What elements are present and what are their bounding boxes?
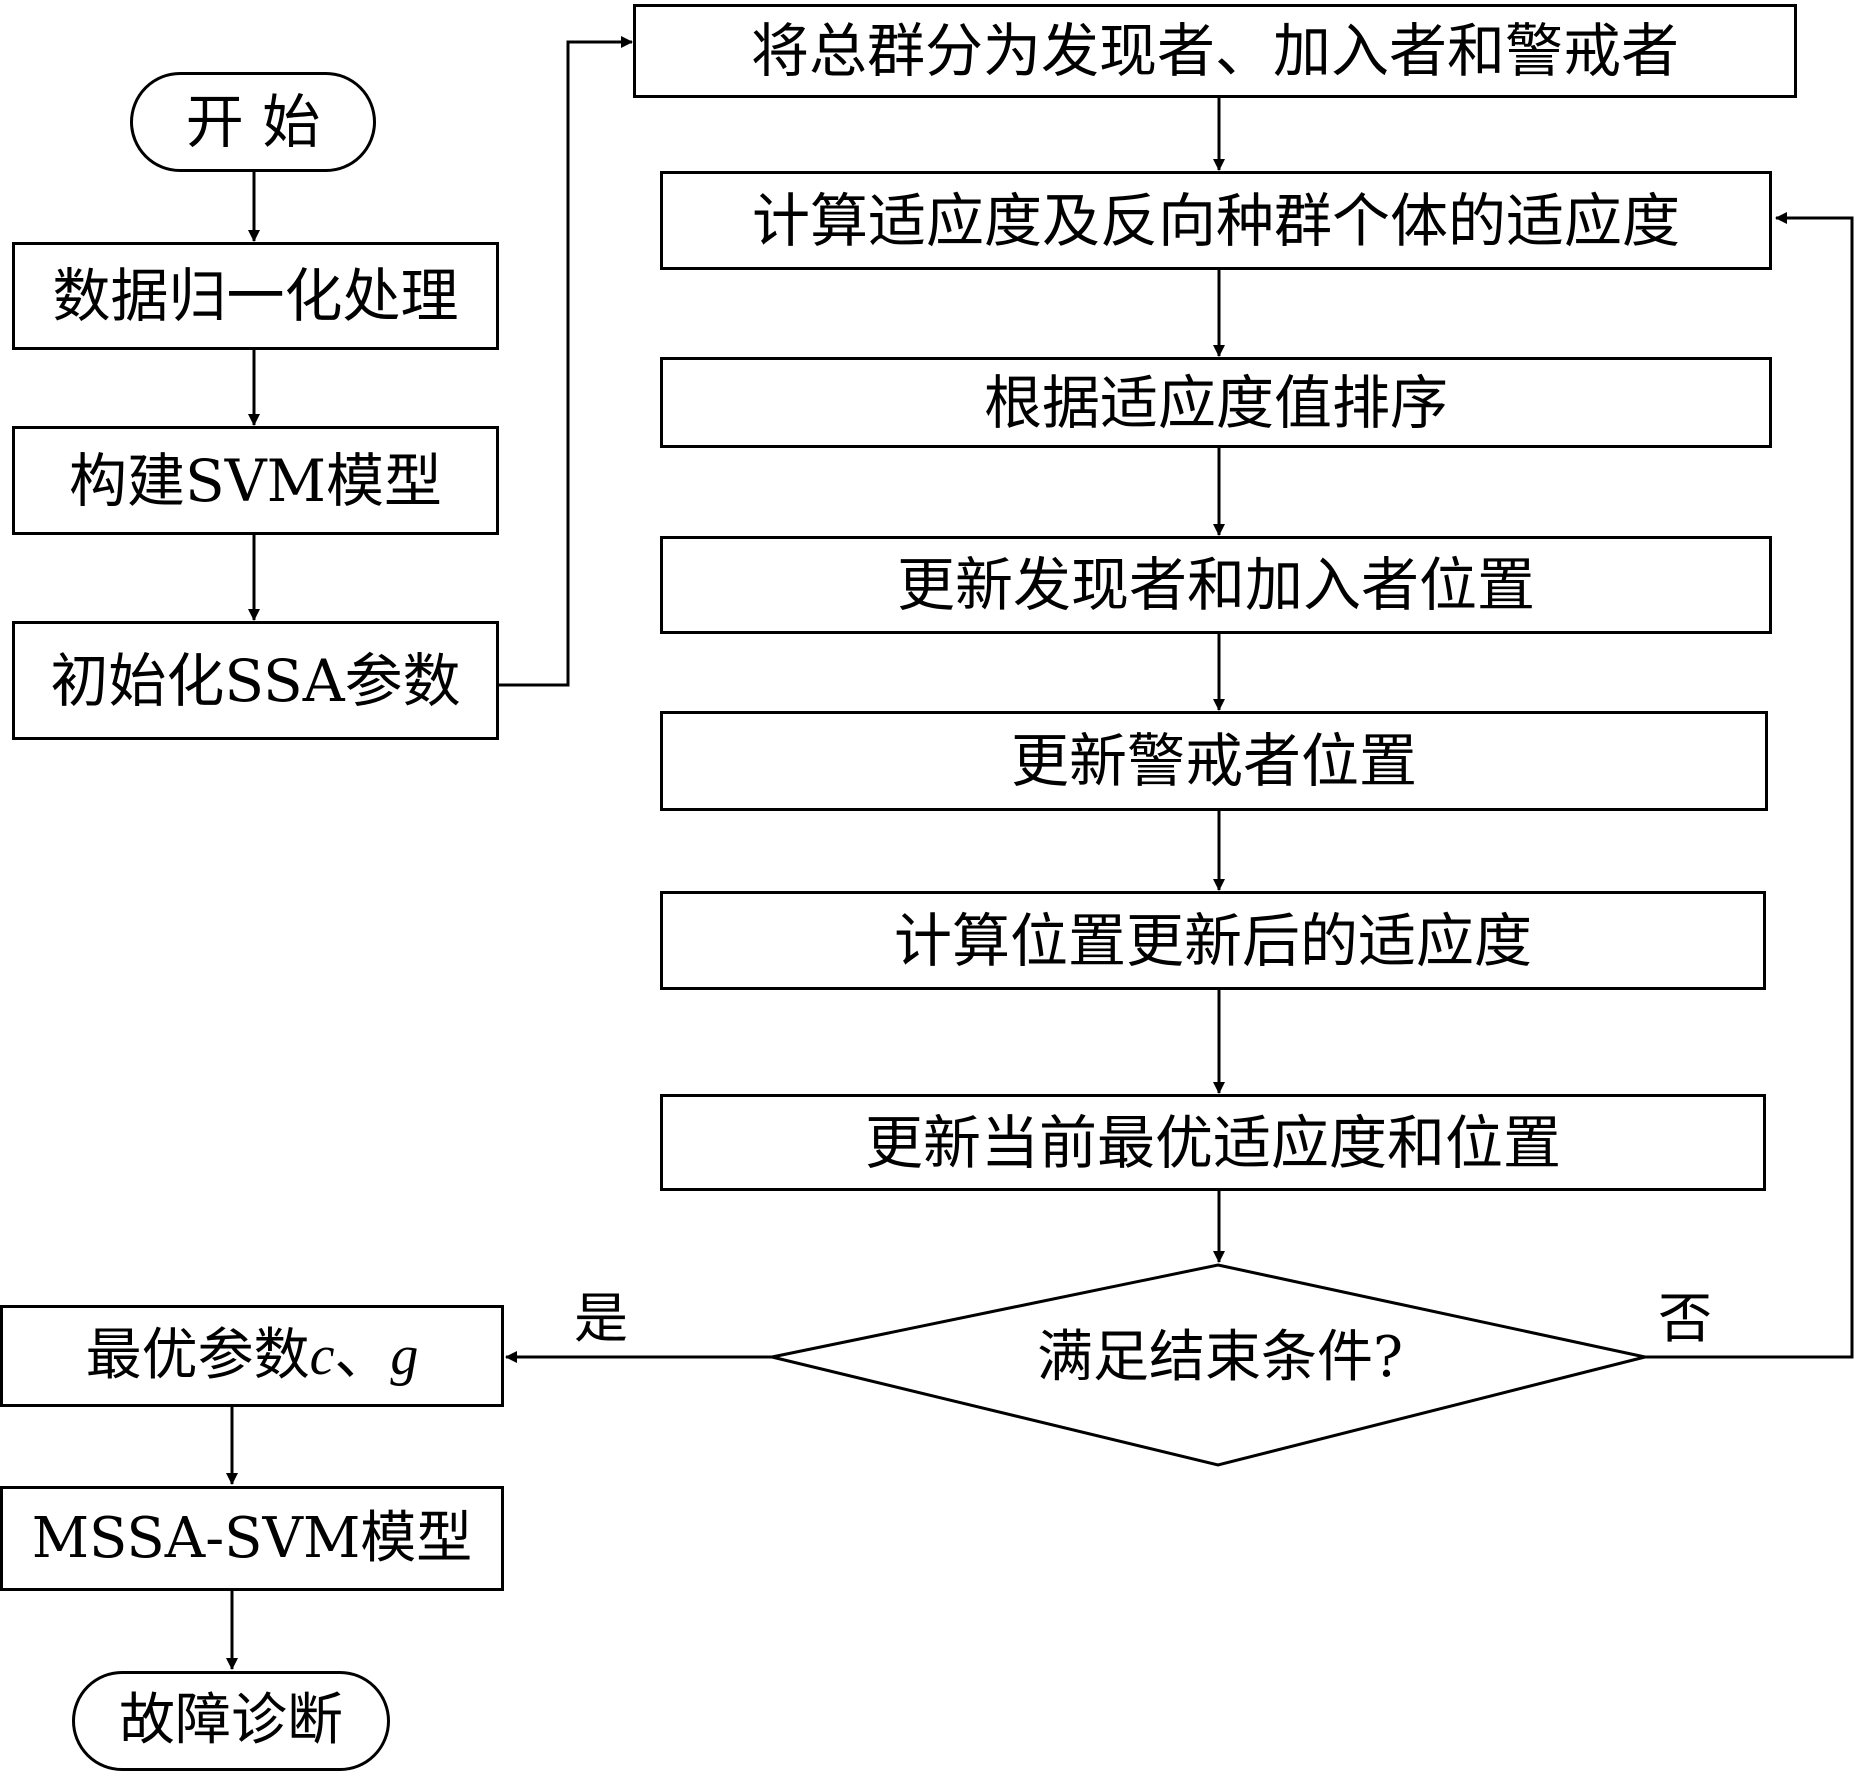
build-svm-box: 构建SVM模型 <box>12 426 499 535</box>
build-svm-label: 构建SVM模型 <box>68 446 442 515</box>
mssa-svm-box: MSSA-SVM模型 <box>0 1486 504 1591</box>
param-c: c <box>309 1325 335 1387</box>
update-discoverer-joiner-label: 更新发现者和加入者位置 <box>896 551 1535 619</box>
mssa-svm-label: MSSA-SVM模型 <box>31 1505 473 1571</box>
divide-population-box: 将总群分为发现者、加入者和警戒者 <box>633 4 1797 98</box>
update-scout-label: 更新警戒者位置 <box>1010 727 1417 795</box>
sort-fitness-label: 根据适应度值排序 <box>983 368 1448 437</box>
param-separator: 、 <box>334 1323 391 1388</box>
optimal-params-prefix: 最优参数 <box>85 1323 310 1388</box>
calc-updated-fitness-box: 计算位置更新后的适应度 <box>660 891 1766 990</box>
arrow-no-branch <box>1645 212 1854 1359</box>
arrow-init-to-divide <box>497 36 633 687</box>
divide-population-label: 将总群分为发现者、加入者和警戒者 <box>750 17 1679 85</box>
update-scout-box: 更新警戒者位置 <box>660 711 1768 811</box>
normalize-label: 数据归一化处理 <box>52 262 459 330</box>
update-discoverer-joiner-box: 更新发现者和加入者位置 <box>660 536 1772 634</box>
update-best-box: 更新当前最优适应度和位置 <box>660 1094 1766 1191</box>
start-terminal: 开 始 <box>130 72 376 172</box>
update-best-label: 更新当前最优适应度和位置 <box>864 1108 1561 1177</box>
start-label: 开 始 <box>185 88 321 156</box>
param-g: g <box>390 1325 419 1387</box>
diagnosis-terminal: 故障诊断 <box>72 1671 390 1771</box>
yes-label: 是 <box>574 1287 628 1350</box>
sort-fitness-box: 根据适应度值排序 <box>660 357 1772 448</box>
normalize-box: 数据归一化处理 <box>12 242 499 350</box>
calc-updated-fitness-label: 计算位置更新后的适应度 <box>893 906 1532 975</box>
init-ssa-label: 初始化SSA参数 <box>50 646 461 715</box>
init-ssa-box: 初始化SSA参数 <box>12 621 499 740</box>
decision-diamond <box>771 1263 1646 1467</box>
decision-question-label: 满足结束条件? <box>1036 1325 1404 1390</box>
decision-question: 满足结束条件? <box>900 1322 1540 1394</box>
calc-fitness-label: 计算适应度及反向种群个体的适应度 <box>751 186 1680 255</box>
calc-fitness-box: 计算适应度及反向种群个体的适应度 <box>660 171 1772 270</box>
diagnosis-label: 故障诊断 <box>119 1688 343 1753</box>
no-label: 否 <box>1658 1287 1712 1350</box>
